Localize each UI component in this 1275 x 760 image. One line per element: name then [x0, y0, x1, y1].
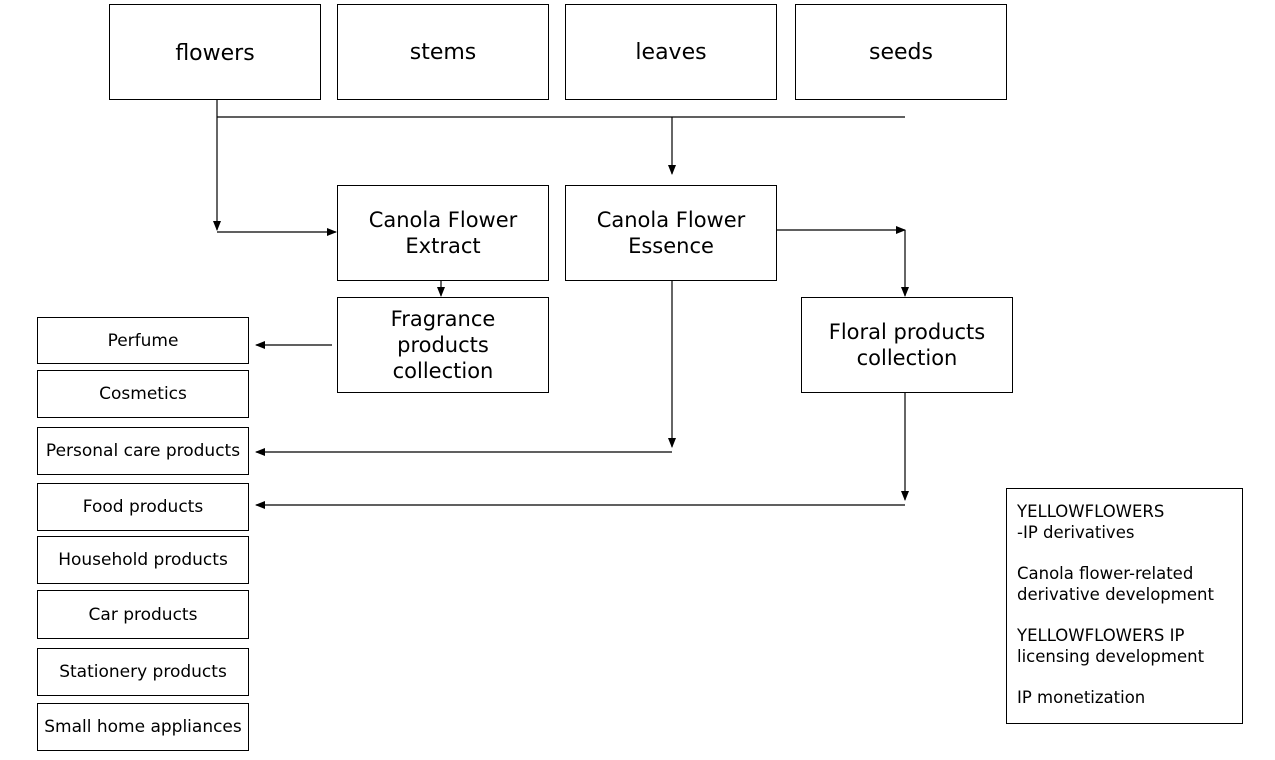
source-label-seeds: seeds: [869, 39, 933, 65]
source-box-leaves: leaves: [565, 4, 777, 100]
product-box-car: Car products: [37, 590, 249, 639]
product-label: Household products: [58, 550, 228, 570]
product-box-cosmetics: Cosmetics: [37, 370, 249, 418]
source-box-stems: stems: [337, 4, 549, 100]
ip-derivatives-panel: YELLOWFLOWERS -IP derivatives Canola flo…: [1006, 488, 1243, 724]
essence-label: Canola Flower Essence: [596, 207, 746, 258]
essence-box: Canola Flower Essence: [565, 185, 777, 281]
floral-label: Floral products collection: [828, 319, 986, 370]
product-label: Stationery products: [59, 662, 227, 682]
product-box-stationery: Stationery products: [37, 648, 249, 696]
source-label-leaves: leaves: [635, 39, 707, 65]
source-box-flowers: flowers: [109, 4, 321, 100]
extract-label: Canola Flower Extract: [368, 207, 518, 258]
product-box-food: Food products: [37, 483, 249, 531]
ip-panel-heading: YELLOWFLOWERS -IP derivatives: [1017, 502, 1165, 543]
floral-box: Floral products collection: [801, 297, 1013, 393]
product-label: Car products: [88, 604, 198, 625]
product-label: Personal care products: [45, 441, 241, 461]
extract-box: Canola Flower Extract: [337, 185, 549, 281]
product-label: Perfume: [107, 330, 179, 351]
ip-panel-line: Canola flower-related derivative develop…: [1017, 563, 1214, 605]
source-box-seeds: seeds: [795, 4, 1007, 100]
product-label: Small home appliances: [44, 717, 242, 737]
product-box-small-appliances: Small home appliances: [37, 703, 249, 751]
product-box-household: Household products: [37, 536, 249, 584]
product-box-personal-care: Personal care products: [37, 427, 249, 475]
ip-panel-line: IP monetization: [1017, 687, 1146, 707]
product-label: Food products: [82, 497, 204, 517]
product-label: Cosmetics: [99, 384, 187, 404]
source-label-flowers: flowers: [175, 41, 255, 66]
fragrance-label: Fragrance products collection: [390, 306, 496, 384]
source-label-stems: stems: [409, 39, 477, 65]
fragrance-box: Fragrance products collection: [337, 297, 549, 393]
product-box-perfume: Perfume: [37, 317, 249, 364]
ip-panel-line: YELLOWFLOWERS IP licensing development: [1017, 625, 1205, 667]
